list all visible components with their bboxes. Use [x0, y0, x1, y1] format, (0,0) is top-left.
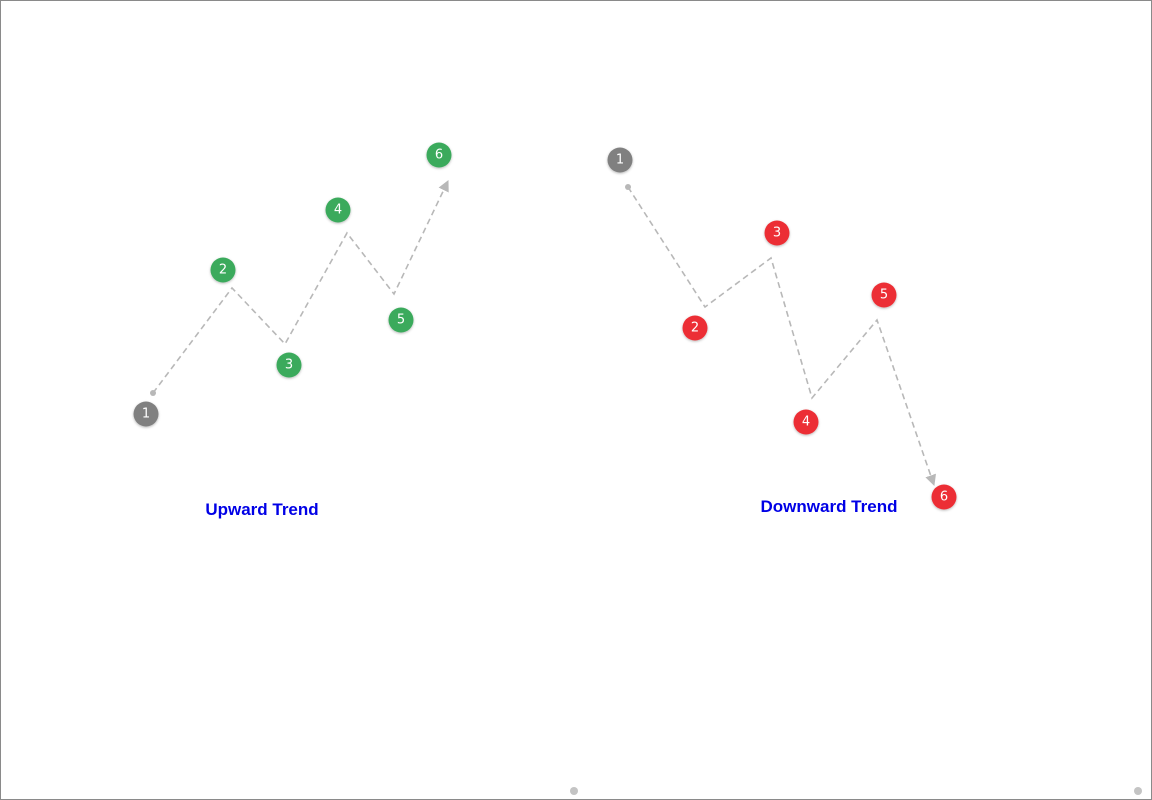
downward-node-3: 3	[764, 220, 790, 246]
upward-node-3: 3	[276, 352, 302, 378]
downward-node-6: 6	[931, 484, 957, 510]
upward-path-start-dot	[150, 390, 156, 396]
upward-trend-title: Upward Trend	[205, 500, 318, 519]
downward-node-1-label: 1	[616, 153, 624, 168]
downward-node-2-label: 2	[691, 321, 699, 336]
downward-node-5-label: 5	[880, 288, 888, 303]
downward-node-3-label: 3	[773, 226, 781, 241]
downward-trend-path	[627, 186, 937, 487]
upward-node-1-label: 1	[142, 407, 150, 422]
upward-node-5: 5	[388, 307, 414, 333]
canvas-bottom-resize-handle[interactable]	[570, 787, 578, 795]
upward-node-6: 6	[426, 142, 452, 168]
upward-trend-path	[152, 179, 449, 394]
upward-node-3-label: 3	[285, 358, 293, 373]
upward-node-2-label: 2	[219, 263, 227, 278]
upward-node-4: 4	[325, 197, 351, 223]
downward-node-1: 1	[607, 147, 633, 173]
upward-node-5-label: 5	[397, 313, 405, 328]
downward-trend: 1 2 3 4 5 6 Downward Trend	[607, 147, 957, 516]
downward-node-2: 2	[682, 315, 708, 341]
upward-trend: 1 2 3 4 5 6 Upward Trend	[133, 142, 452, 519]
downward-node-4-label: 4	[802, 415, 810, 430]
downward-node-4: 4	[793, 409, 819, 435]
upward-node-4-label: 4	[334, 203, 342, 218]
downward-path-start-dot	[625, 184, 631, 190]
upward-node-6-label: 6	[435, 148, 443, 163]
canvas-corner-resize-handle[interactable]	[1134, 787, 1142, 795]
upward-node-2: 2	[210, 257, 236, 283]
downward-node-6-label: 6	[940, 490, 948, 505]
upward-node-1: 1	[133, 401, 159, 427]
downward-node-5: 5	[871, 282, 897, 308]
downward-trend-title: Downward Trend	[761, 497, 898, 516]
